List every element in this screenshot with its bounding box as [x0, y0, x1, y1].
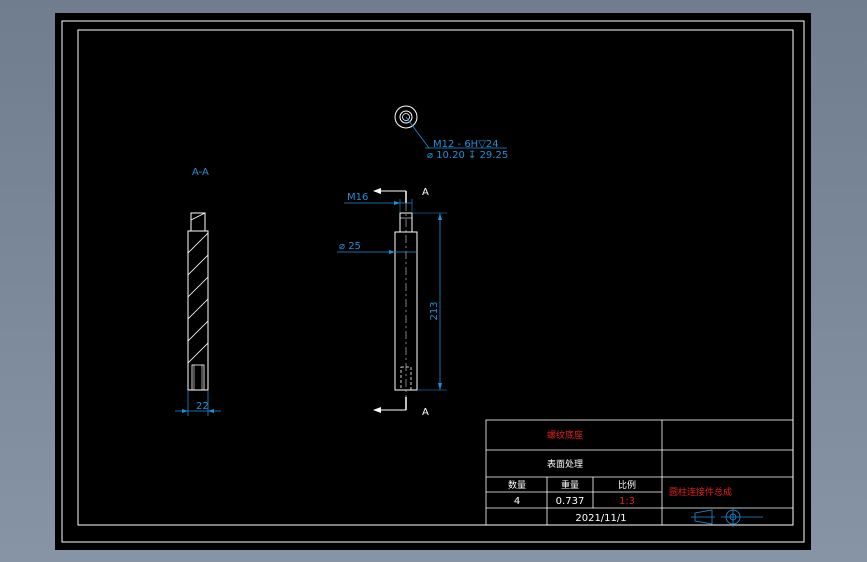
- diameter-dim: ⌀ 25: [339, 241, 361, 252]
- cad-drawing: M12 - 6H▽24 ⌀ 10.20 ↧ 29.25 A-A: [61, 20, 805, 543]
- thread-dim: M16: [347, 192, 368, 203]
- value-quantity: 4: [514, 496, 520, 507]
- section-mark-top: A: [422, 187, 429, 198]
- inner-border: [77, 29, 794, 526]
- section-view: A-A 22: [175, 167, 221, 416]
- value-scale: 1:3: [619, 496, 635, 507]
- third-angle-projection-icon: [691, 507, 763, 527]
- surface-treatment: 表面处理: [547, 458, 583, 470]
- header-quantity: 数量: [508, 479, 526, 491]
- thread-leader-line: [405, 116, 430, 149]
- section-body: [187, 230, 209, 391]
- header-weight: 重量: [561, 479, 579, 491]
- outer-border: [61, 20, 805, 543]
- title-block: [485, 419, 794, 526]
- title-block-text: 螺纹底座 表面处理 数量 重量 比例 4 0.737 1:3 圆柱连接件总成 2…: [508, 429, 732, 524]
- thread-note-1: M12 - 6H▽24: [433, 139, 499, 150]
- length-dim: 213: [429, 301, 440, 320]
- section-mark-bottom: A: [422, 407, 429, 418]
- header-scale: 比例: [618, 479, 636, 491]
- section-label: A-A: [192, 167, 209, 178]
- section-hatch: [188, 232, 208, 364]
- value-weight: 0.737: [556, 496, 585, 507]
- section-width-dim: 22: [196, 401, 209, 412]
- part-name: 螺纹底座: [547, 429, 583, 441]
- front-view: A A M16 ⌀ 25 213: [337, 187, 447, 418]
- drawing-title: 圆柱连接件总成: [669, 486, 732, 498]
- top-view: M12 - 6H▽24 ⌀ 10.20 ↧ 29.25: [394, 105, 508, 161]
- drawing-sheet: M12 - 6H▽24 ⌀ 10.20 ↧ 29.25 A-A: [55, 13, 811, 550]
- drawing-date: 2021/11/1: [575, 513, 626, 524]
- thread-note-2: ⌀ 10.20 ↧ 29.25: [427, 150, 508, 161]
